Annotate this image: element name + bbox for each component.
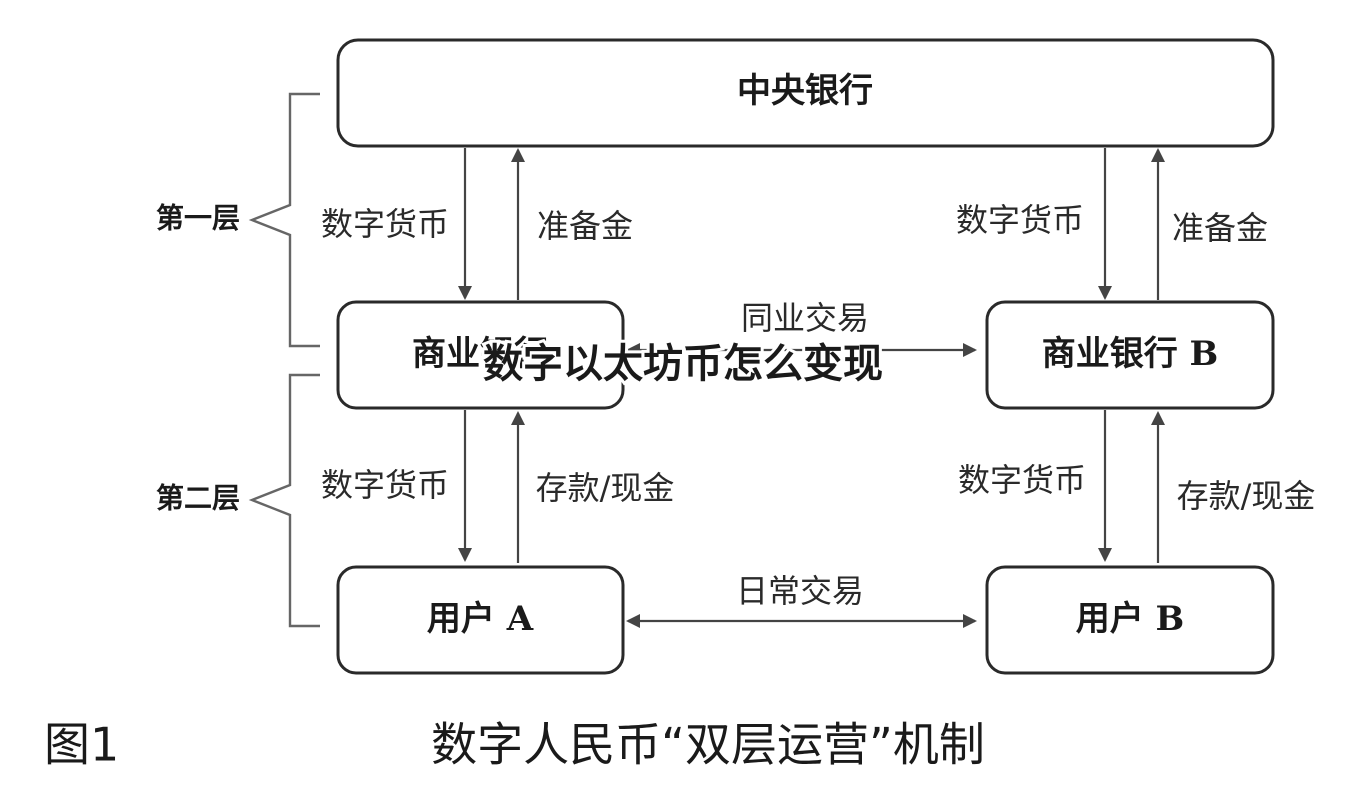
user-a-to-bank-a-label: 存款/现金 <box>536 469 675 507</box>
bank-b-node <box>985 300 1275 410</box>
user-b-label: 用户 B <box>1076 599 1185 639</box>
user-a-label: 用户 A <box>427 599 534 639</box>
bank-b-to-central-label: 准备金 <box>1172 209 1268 247</box>
bank-a-label: 商业银行 <box>412 334 548 374</box>
user-trade-label: 日常交易 <box>736 572 864 610</box>
first-layer-brace <box>248 92 320 348</box>
interbank-label: 同业交易 <box>741 299 869 337</box>
bank-a-to-central-label: 准备金 <box>537 207 633 245</box>
user-b-node <box>985 565 1275 675</box>
figure-number: 图1 <box>44 718 119 772</box>
central-to-bank-a-label: 数字货币 <box>321 205 449 243</box>
central-bank-label: 中央银行 <box>737 71 873 111</box>
figure-title: 数字人民币“双层运营”机制 <box>431 718 985 772</box>
central-to-bank-b-label: 数字货币 <box>956 201 1084 239</box>
bank-a-node <box>336 300 625 410</box>
second-layer-label: 第二层 <box>156 482 240 515</box>
second-layer-brace <box>248 373 320 628</box>
user-b-to-bank-b-label: 存款/现金 <box>1177 477 1316 515</box>
bank-b-to-user-b-label: 数字货币 <box>958 461 1086 499</box>
central-bank-node <box>336 38 1275 148</box>
bank-b-label: 商业银行 B <box>1042 334 1219 374</box>
first-layer-label: 第一层 <box>156 202 240 235</box>
overlay-headline: 数字以太坊币怎么变现 <box>483 341 883 387</box>
user-a-node <box>336 565 625 675</box>
bank-a-to-user-a-label: 数字货币 <box>321 466 449 504</box>
